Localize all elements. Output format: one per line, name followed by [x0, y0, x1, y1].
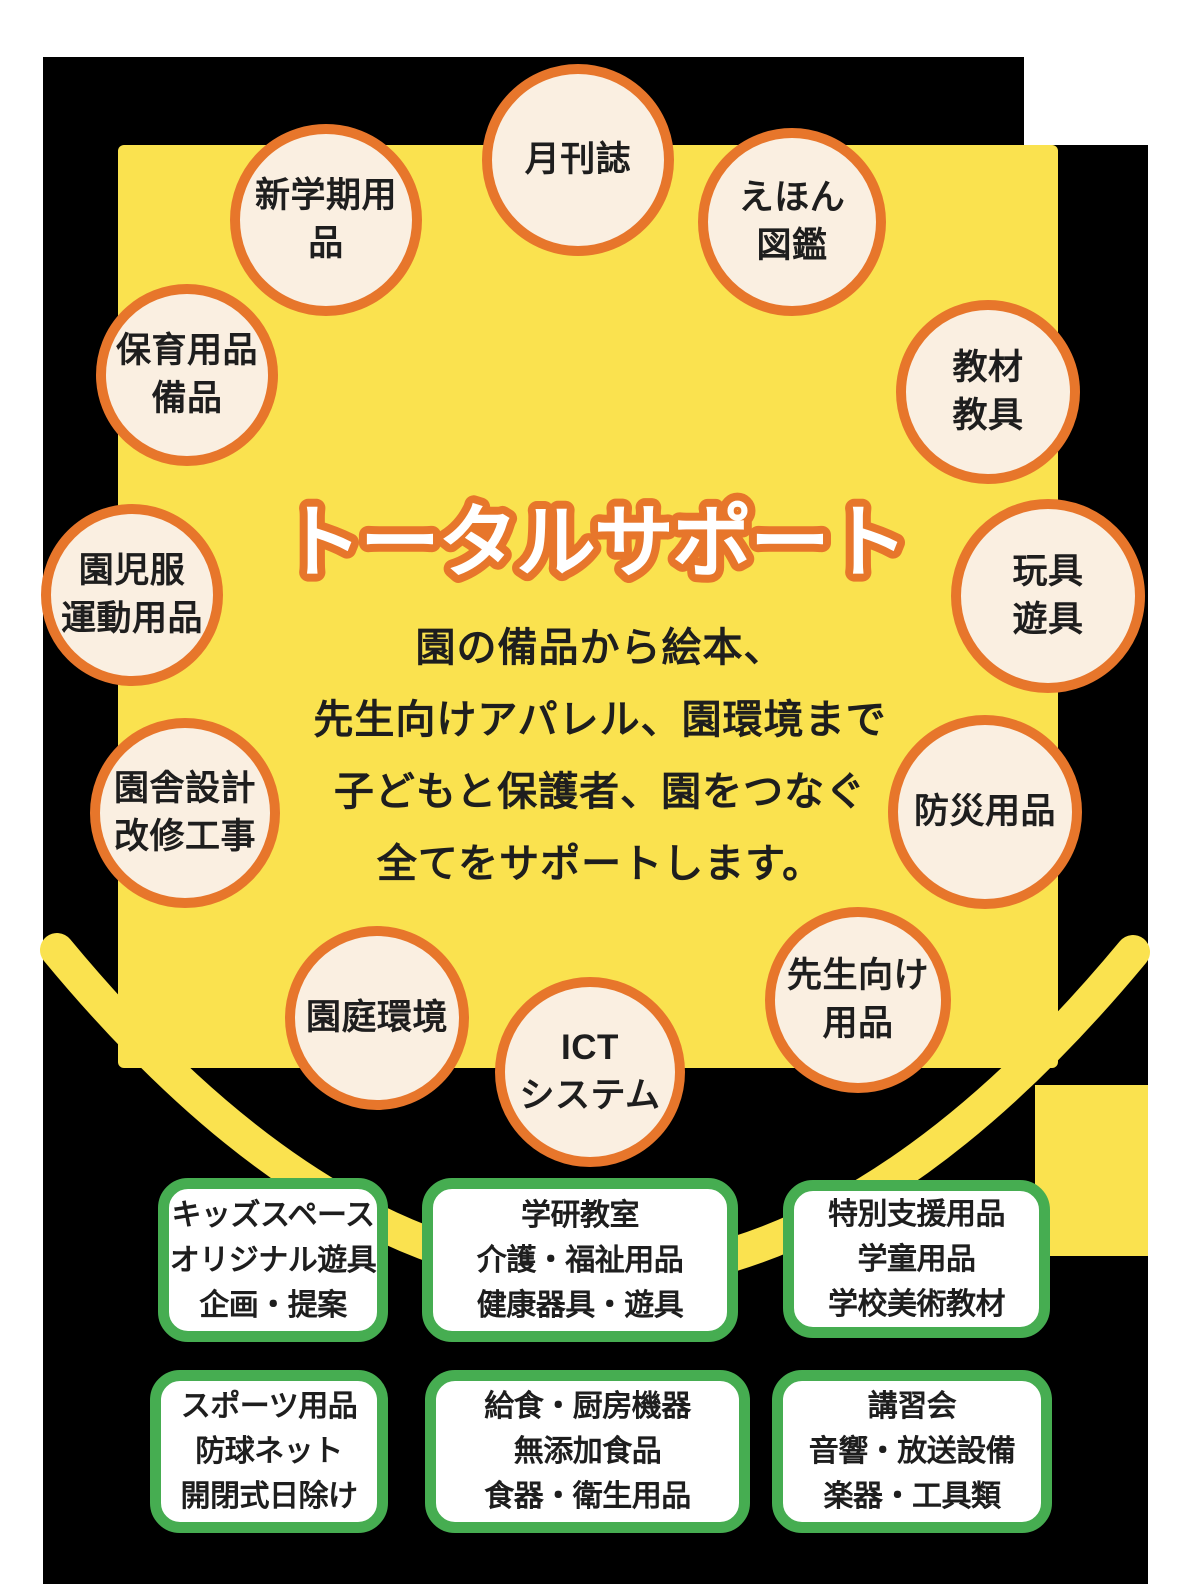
circle-label: 先生向け用品	[786, 955, 929, 1043]
box-label: スポーツ用品防球ネット開閉式日除け	[180, 1390, 359, 1513]
service-box-special-support: 特別支援用品学童用品学校美術教材	[783, 1180, 1050, 1338]
category-circle-building-design: 園舎設計改修工事	[90, 718, 280, 908]
category-circle-disaster-prevention: 防災用品	[888, 715, 1082, 909]
circle-label: 防災用品	[913, 791, 1056, 831]
category-circle-toys-play-equipment: 玩具遊具	[951, 499, 1145, 693]
service-box-kids-space: キッズスペースオリジナル遊具企画・提案	[158, 1178, 388, 1342]
box-label: 給食・厨房機器無添加食品食器・衛生用品	[484, 1390, 691, 1513]
box-label: キッズスペースオリジナル遊具企画・提案	[169, 1198, 377, 1322]
box-label: 学研教室介護・福祉用品健康器具・遊具	[476, 1198, 684, 1322]
service-box-gakken: 学研教室介護・福祉用品健康器具・遊具	[422, 1178, 738, 1342]
circle-label: 新学期用品	[254, 175, 397, 263]
circle-label: 月刊誌	[524, 139, 632, 179]
yellow-edge-fragment	[1035, 1085, 1148, 1256]
category-circle-teaching-materials: 教材教具	[896, 300, 1080, 484]
circle-label: 園庭環境	[305, 997, 448, 1037]
category-circle-playground-environment: 園庭環境	[285, 926, 469, 1110]
category-circle-uniforms-sportswear: 園児服運動用品	[41, 504, 223, 686]
circle-label: 園児服運動用品	[60, 550, 203, 638]
service-box-sports: スポーツ用品防球ネット開閉式日除け	[150, 1370, 388, 1533]
circle-label: 保育用品備品	[115, 330, 258, 418]
service-box-kitchen-food: 給食・厨房機器無添加食品食器・衛生用品	[425, 1370, 750, 1533]
circle-label: 教材教具	[952, 347, 1024, 435]
description-text: 園の備品から絵本、 先生向けアパレル、園環境まで 子どもと保護者、園をつなぐ 全…	[313, 626, 887, 886]
circle-label: えほん図鑑	[738, 177, 846, 265]
category-circle-monthly-magazine: 月刊誌	[482, 64, 674, 256]
service-box-workshop-av: 講習会音響・放送設備楽器・工具類	[772, 1370, 1052, 1533]
category-circle-teacher-supplies: 先生向け用品	[765, 907, 951, 1093]
circle-label: 玩具遊具	[1012, 551, 1084, 639]
category-circle-new-semester-supplies: 新学期用品	[230, 124, 422, 316]
category-circle-picture-books: えほん図鑑	[698, 128, 886, 316]
box-label: 特別支援用品学童用品学校美術教材	[828, 1197, 1006, 1321]
circle-label: 園舎設計改修工事	[113, 768, 256, 856]
box-label: 講習会音響・放送設備楽器・工具類	[808, 1390, 1016, 1513]
category-circle-childcare-supplies: 保育用品備品	[96, 284, 278, 466]
